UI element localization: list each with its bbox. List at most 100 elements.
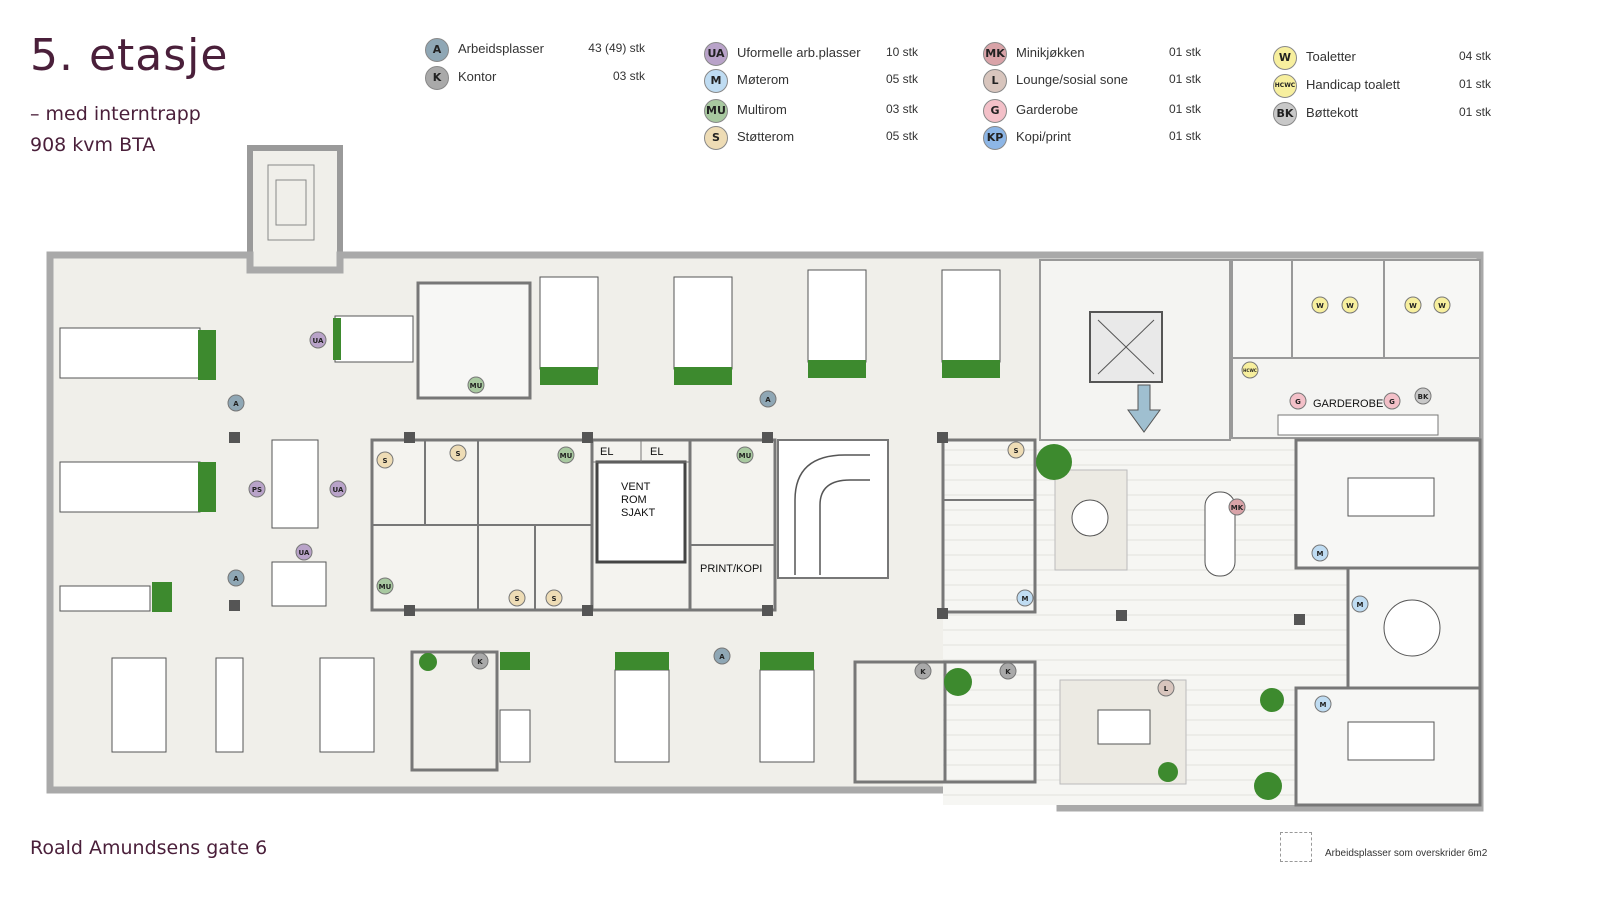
- marker-ua: UA: [333, 486, 344, 494]
- legend-item: KP Kopi/print 01 stk: [983, 126, 1201, 154]
- marker-m: M: [1317, 550, 1324, 558]
- legend-item: HCWC Handicap toalett 01 stk: [1273, 74, 1491, 102]
- wardrobe-bench: [1277, 414, 1439, 436]
- legend-label: Garderobe: [1016, 102, 1079, 117]
- legend-label: Støtterom: [737, 129, 795, 144]
- marker-ua: UA: [313, 337, 324, 345]
- legend-count: 01 stk: [1168, 45, 1201, 59]
- legend-item: MU Multirom 03 stk: [704, 99, 924, 126]
- marker-w: W: [1346, 302, 1354, 310]
- marker-mk: MK: [1231, 504, 1244, 512]
- plant-icon: [419, 653, 437, 671]
- legend-label: Handicap toalett: [1306, 77, 1400, 92]
- legend-count: 01 stk: [1458, 105, 1491, 119]
- marker-a: A: [233, 400, 239, 408]
- legend-item: A Arbeidsplasser 43 (49) stk: [425, 38, 645, 66]
- marker-m: M: [1022, 595, 1029, 603]
- marker-hcwc: HCWC: [1243, 368, 1257, 373]
- marker-s: S: [382, 457, 387, 465]
- legend-badge: L: [983, 69, 1007, 93]
- sjakt-label: SJAKT: [621, 507, 656, 519]
- legend-label: Kontor: [458, 69, 497, 84]
- meeting-table-2: [1383, 599, 1441, 657]
- legend-item: UA Uformelle arb.plasser 10 stk: [704, 42, 924, 69]
- address: Roald Amundsens gate 6: [30, 837, 268, 859]
- legend-label: Minikjøkken: [1016, 45, 1085, 60]
- marker-mu: MU: [470, 382, 483, 390]
- marker-k: K: [477, 658, 483, 666]
- spiral-stair-inner: [819, 479, 870, 575]
- legend-label: Bøttekott: [1306, 105, 1359, 120]
- marker-mu: MU: [560, 452, 573, 460]
- legend-column-3: MK Minikjøkken 01 stk L Lounge/sosial so…: [983, 42, 1201, 154]
- legend-count: 43 (49) stk: [588, 41, 645, 55]
- plant-icon: [942, 360, 1000, 378]
- page-subtitle: – med interntrapp: [30, 103, 201, 125]
- legend-column-2: UA Uformelle arb.plasser 10 stk M Møtero…: [704, 42, 924, 154]
- office-3: [943, 660, 1037, 784]
- marker-s: S: [455, 450, 460, 458]
- print-room: [688, 438, 777, 612]
- stair-tower-steps: [267, 164, 315, 241]
- marker-m: M: [1320, 701, 1327, 709]
- marker-s: S: [1013, 447, 1018, 455]
- legend-count: 01 stk: [1168, 102, 1201, 116]
- plant-icon: [760, 652, 814, 670]
- meeting-room-small: [941, 438, 1037, 614]
- plant-icon: [540, 367, 598, 385]
- legend-item: W Toaletter 04 stk: [1273, 46, 1491, 74]
- plant-icon: [500, 652, 530, 670]
- marker-bk: BK: [1418, 393, 1429, 401]
- plant-icon: [944, 668, 972, 696]
- lounge-table-2: [1097, 709, 1151, 745]
- plant-icon: [333, 318, 341, 360]
- legend-badge: S: [704, 126, 728, 150]
- legend-count: 01 stk: [1458, 77, 1491, 91]
- marker-w: W: [1438, 302, 1446, 310]
- el-label-2: EL: [650, 446, 663, 458]
- marker-ua: UA: [299, 549, 310, 557]
- marker-w: W: [1409, 302, 1417, 310]
- lounge-table: [1071, 499, 1109, 537]
- legend-badge: UA: [704, 42, 728, 66]
- vent-shaft: [595, 460, 687, 564]
- plants: [152, 318, 1284, 800]
- kitchen-island: [1204, 491, 1236, 577]
- legend-label: Kopi/print: [1016, 129, 1071, 144]
- plant-icon: [198, 330, 216, 380]
- plant-icon: [1036, 444, 1072, 480]
- legend-item: K Kontor 03 stk: [425, 66, 645, 94]
- marker-k: K: [920, 668, 926, 676]
- legend-badge: KP: [983, 126, 1007, 150]
- legend-badge: BK: [1273, 102, 1297, 126]
- footnote-symbol: [1280, 832, 1312, 862]
- legend-label: Arbeidsplasser: [458, 41, 544, 56]
- room-markers: A A A A UA UA UA PS MU MU MU MU S S S S …: [227, 296, 1451, 713]
- office-1: [410, 650, 499, 772]
- legend-item: L Lounge/sosial sone 01 stk: [983, 69, 1201, 99]
- entrance-arrow-icon: [1127, 384, 1161, 433]
- floor-area: 908 kvm BTA: [30, 134, 156, 156]
- legend-count: 10 stk: [885, 45, 918, 59]
- legend-item: M Møterom 05 stk: [704, 69, 924, 99]
- legend-label: Møterom: [737, 72, 789, 87]
- legend-count: 03 stk: [612, 69, 645, 83]
- legend-column-4: W Toaletter 04 stk HCWC Handicap toalett…: [1273, 46, 1491, 130]
- marker-a: A: [233, 575, 239, 583]
- legend-badge: MK: [983, 42, 1007, 66]
- marker-g: G: [1295, 398, 1301, 406]
- legend-label: Uformelle arb.plasser: [737, 45, 861, 60]
- marker-g: G: [1389, 398, 1395, 406]
- rom-label: ROM: [621, 494, 647, 506]
- plant-icon: [1158, 762, 1178, 782]
- meeting-table-3: [1347, 721, 1435, 761]
- internal-staircase: [777, 439, 889, 579]
- legend-badge: G: [983, 99, 1007, 123]
- legend-count: 05 stk: [885, 129, 918, 143]
- marker-s: S: [551, 595, 556, 603]
- spiral-stair-outline: [794, 454, 870, 575]
- desk-clusters: [59, 269, 1001, 763]
- legend-count: 04 stk: [1458, 49, 1491, 63]
- legend-label: Lounge/sosial sone: [1016, 72, 1129, 87]
- page-title: 5. etasje: [30, 30, 229, 81]
